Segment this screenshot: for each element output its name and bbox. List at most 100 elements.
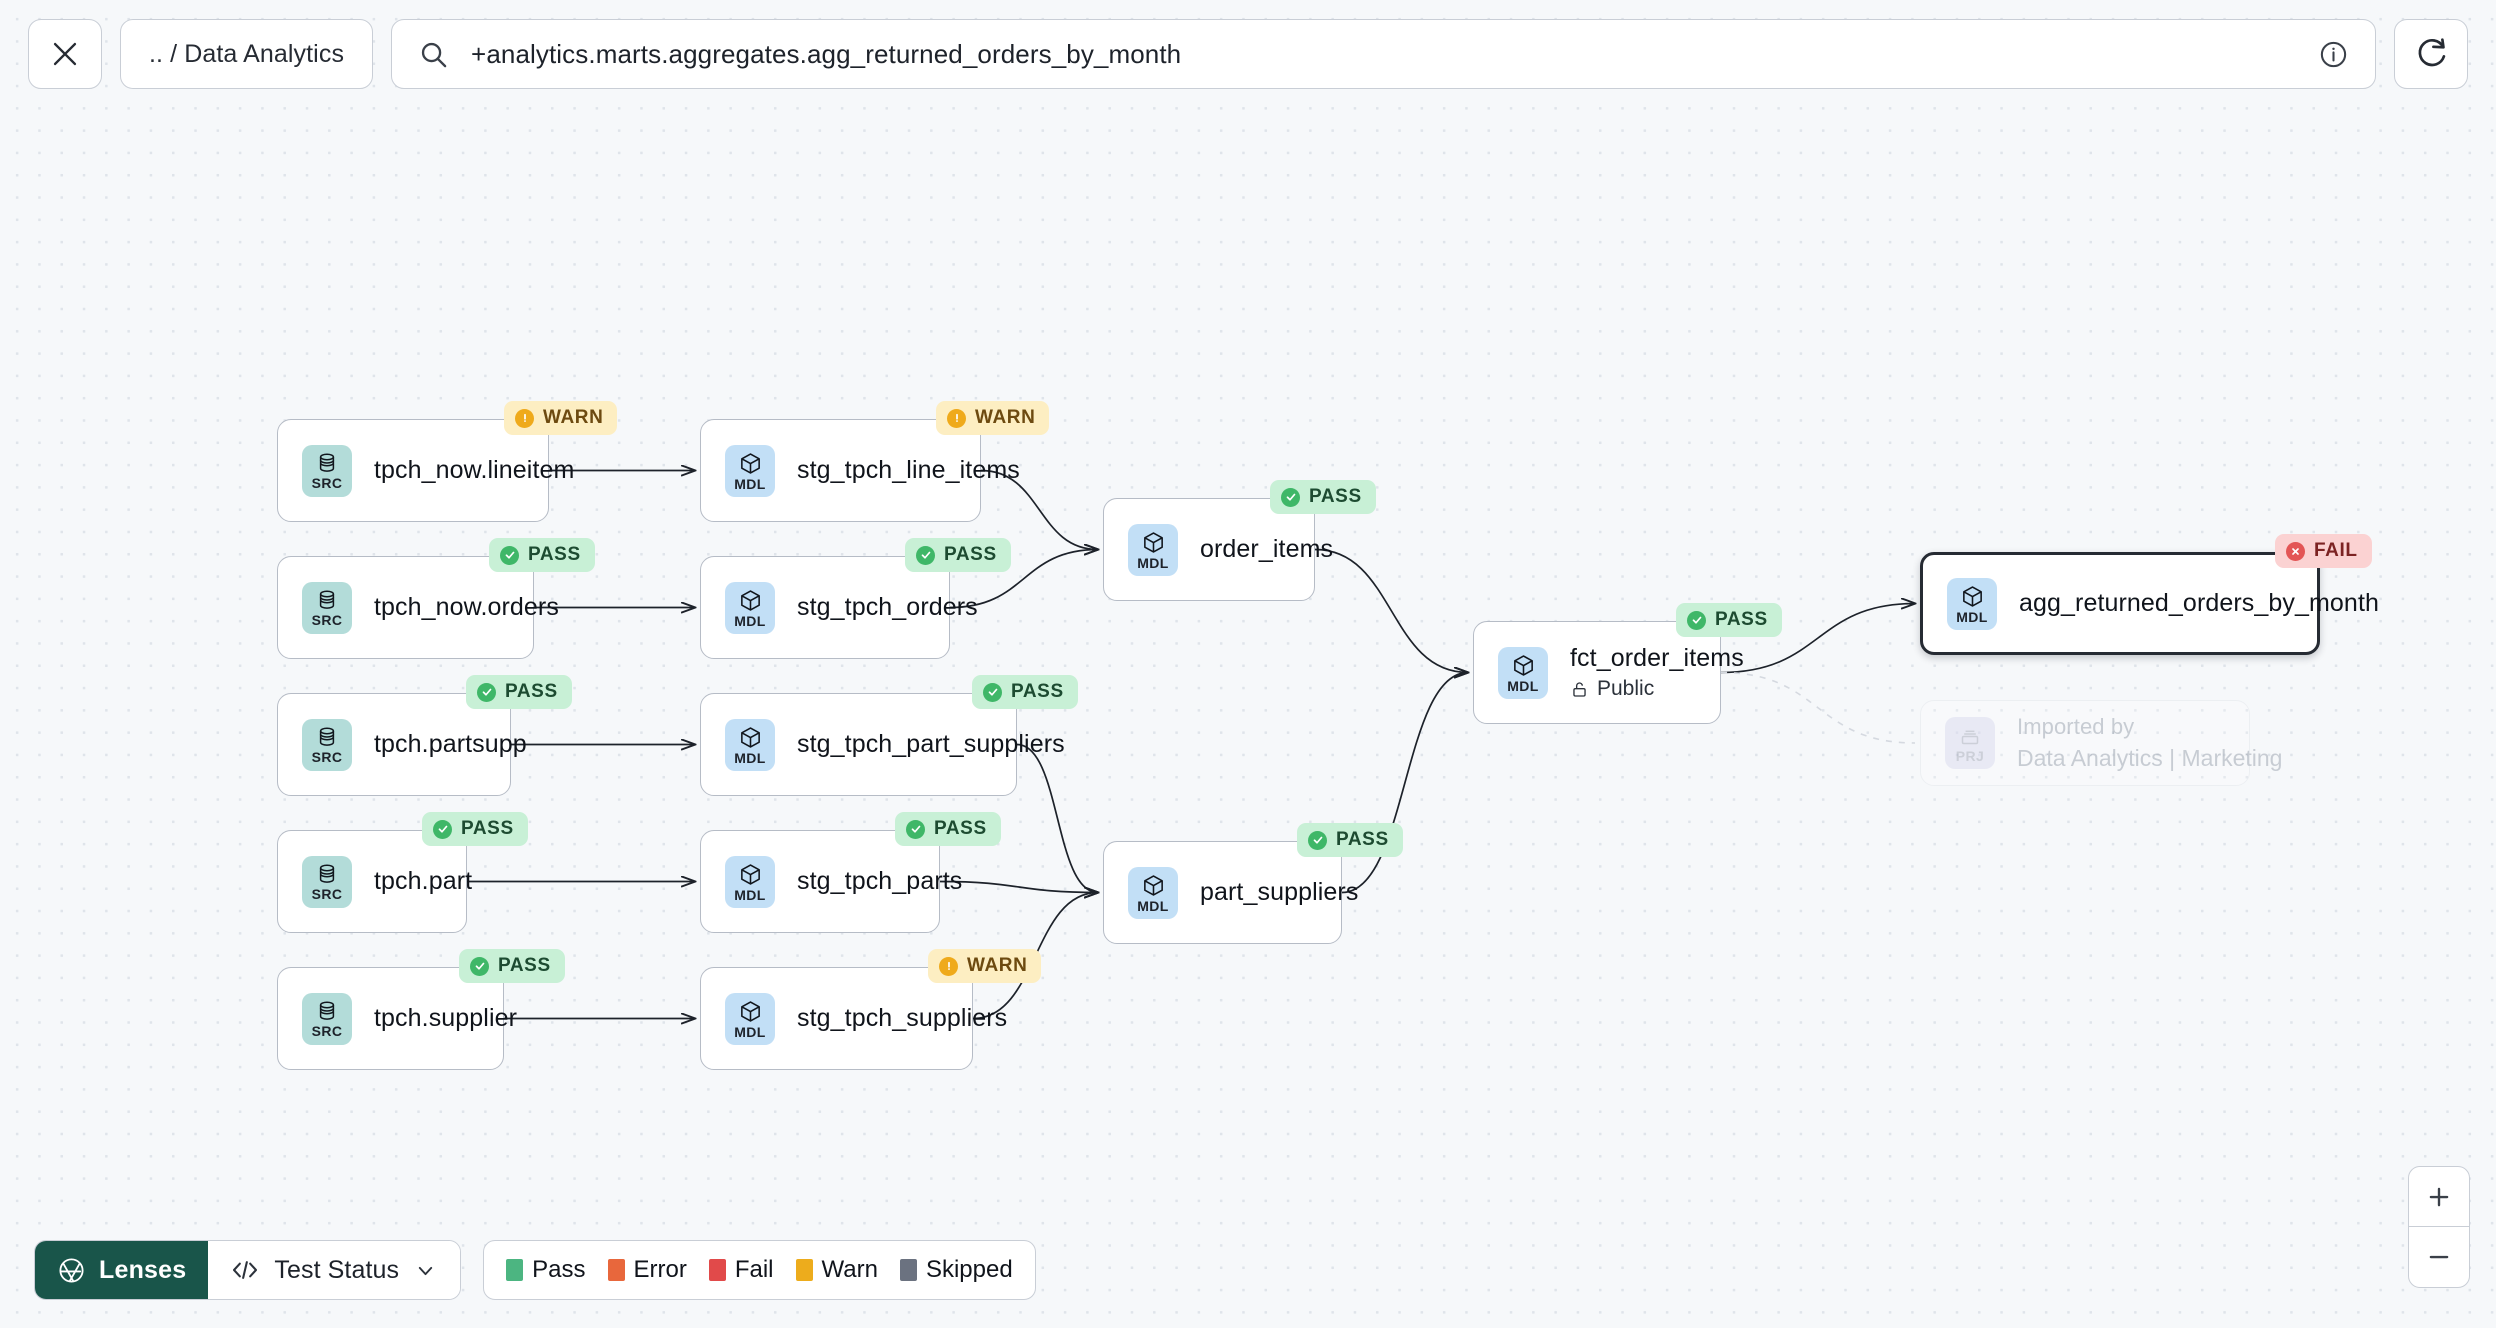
node-type-label: MDL [734, 475, 766, 492]
search-icon [421, 42, 447, 67]
node-type-label: MDL [1507, 677, 1539, 694]
node-type-label: MDL [734, 749, 766, 766]
unlock-icon [1573, 681, 1586, 697]
check-icon [911, 825, 920, 833]
node-sublabel: Data Analytics | Marketing [2017, 745, 2282, 772]
status-dot [1281, 487, 1300, 507]
warning-icon [523, 413, 526, 422]
breadcrumb[interactable]: .. / Data Analytics [120, 19, 374, 89]
cube-icon [740, 726, 760, 748]
aperture-icon [59, 1257, 84, 1283]
cube-icon [740, 863, 760, 885]
node-sublabel-text: Data Analytics | Marketing [2017, 745, 2283, 771]
close-button[interactable] [28, 19, 102, 89]
cube-icon [1962, 585, 1982, 607]
warning-icon [955, 413, 958, 422]
legend-item[interactable]: Warn [795, 1256, 878, 1284]
node-type-label: SRC [311, 1023, 343, 1039]
graph-node[interactable]: MDL part_suppliers [1103, 841, 1358, 944]
status-badge: PASS [489, 538, 595, 572]
status-label: WARN [543, 407, 604, 428]
status-legend: Pass Error Fail Warn Skipped [483, 1240, 1036, 1300]
status-badge: PASS [459, 949, 565, 983]
status-dot [500, 545, 519, 565]
legend-item[interactable]: Pass [506, 1256, 586, 1284]
status-label: PASS [498, 955, 551, 976]
search-bar[interactable]: +analytics.marts.aggregates.agg_returned… [391, 19, 2376, 89]
node-type-badge: MDL [1128, 523, 1178, 576]
node-label: stg_tpch_part_suppliers [797, 730, 1065, 758]
legend-item[interactable]: Fail [708, 1256, 774, 1284]
node-label: tpch.partsupp [374, 730, 527, 758]
node-type-badge: MDL [1947, 577, 1997, 630]
status-dot [1308, 830, 1327, 850]
node-type-label: MDL [734, 1023, 766, 1040]
graph-edge [1720, 671, 1916, 744]
top-toolbar: .. / Data Analytics +analytics.marts.agg… [0, 0, 2496, 108]
status-badge: WARN [936, 401, 1050, 435]
status-dot [433, 819, 452, 839]
node-label: part_suppliers [1200, 878, 1359, 906]
zoom-in-button[interactable] [2409, 1167, 2469, 1227]
status-dot [906, 819, 925, 839]
status-dot [1687, 610, 1706, 630]
legend-item[interactable]: Skipped [899, 1256, 1013, 1284]
status-label: PASS [461, 818, 514, 839]
graph-node[interactable]: MDL stg_tpch_part_suppliers [700, 693, 1065, 796]
graph-node[interactable]: MDL stg_tpch_suppliers [700, 967, 1007, 1070]
node-label: order_items [1200, 535, 1334, 563]
lenses-label: Lenses [99, 1255, 187, 1284]
plus-icon [2429, 1187, 2449, 1206]
node-type-label: PRJ [1955, 747, 1985, 764]
node-type-badge: PRJ [1945, 717, 1995, 769]
node-type-badge: SRC [302, 444, 352, 497]
legend-label: Error [633, 1256, 687, 1283]
cube-icon [740, 589, 760, 611]
lenses-control-group: Lenses Test Status [34, 1240, 462, 1300]
fail-icon [2292, 547, 2299, 555]
legend-label: Warn [821, 1256, 878, 1283]
graph-node[interactable]: MDL order_items [1103, 498, 1333, 601]
status-badge: PASS [422, 812, 528, 846]
minus-icon [2429, 1255, 2449, 1259]
node-type-label: MDL [734, 612, 766, 629]
database-icon [319, 453, 335, 472]
node-label: Imported by [2017, 714, 2135, 739]
legend-swatch [607, 1259, 625, 1281]
search-input[interactable]: +analytics.marts.aggregates.agg_returned… [471, 38, 1182, 69]
legend-label: Fail [734, 1256, 774, 1283]
node-type-label: SRC [311, 475, 343, 491]
node-type-badge: SRC [302, 992, 352, 1045]
info-icon[interactable] [2318, 39, 2349, 70]
status-dot [515, 408, 534, 428]
check-icon [438, 825, 447, 833]
node-type-label: MDL [1137, 897, 1169, 914]
node-label: fct_order_items [1570, 644, 1744, 672]
node-type-badge: SRC [302, 855, 352, 908]
graph-node[interactable]: PRJ Imported by Data Analytics | Marketing [1920, 700, 2282, 786]
refresh-button[interactable] [2394, 19, 2468, 89]
zoom-out-button[interactable] [2409, 1227, 2469, 1287]
legend-item[interactable]: Error [607, 1256, 687, 1284]
test-status-dropdown[interactable]: Test Status [208, 1241, 461, 1299]
database-icon [319, 590, 335, 609]
node-type-badge: MDL [725, 718, 775, 771]
lenses-button[interactable]: Lenses [35, 1241, 209, 1299]
node-label: stg_tpch_suppliers [797, 1004, 1008, 1032]
check-icon [475, 962, 484, 970]
node-type-label: SRC [311, 612, 343, 628]
status-dot [983, 682, 1002, 702]
